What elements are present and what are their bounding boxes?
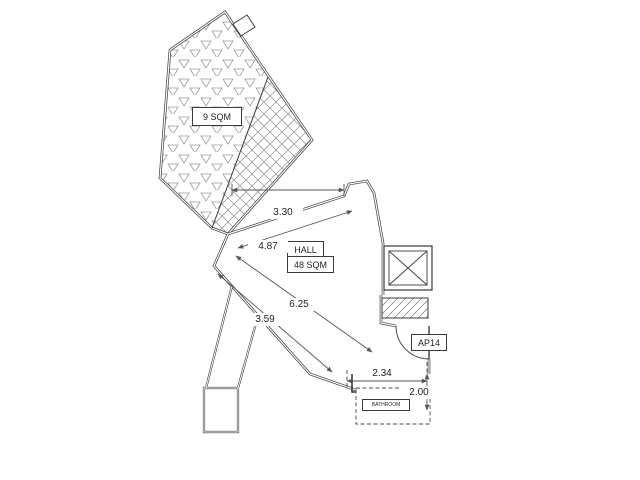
terrace-divider-wall (211, 76, 269, 229)
window-shaft (383, 245, 433, 291)
terrace-area-label: 9 SQM (192, 107, 242, 126)
dimension-label-right: 2.00 (399, 386, 439, 399)
dimension-label-upper-diagonal: 4.87 (248, 240, 288, 253)
dimension-label-lower-diagonal: 3.59 (245, 313, 285, 326)
hall-area-label: 48 SQM (287, 256, 334, 273)
dimension-label-bottom: 2.34 (362, 367, 402, 380)
terrace-grid-hatch (212, 77, 312, 234)
dimension-label-main-diagonal: 6.25 (279, 298, 319, 311)
bathroom-label: BATHROOM (362, 399, 410, 411)
dimension-label-top: 3.30 (263, 206, 303, 219)
apartment-label: AP14 (411, 334, 447, 351)
hall-walls (212, 179, 431, 392)
hall-wall-inner (213, 180, 430, 391)
hatched-shaft (381, 297, 429, 319)
terrace-top-notch (232, 14, 256, 37)
